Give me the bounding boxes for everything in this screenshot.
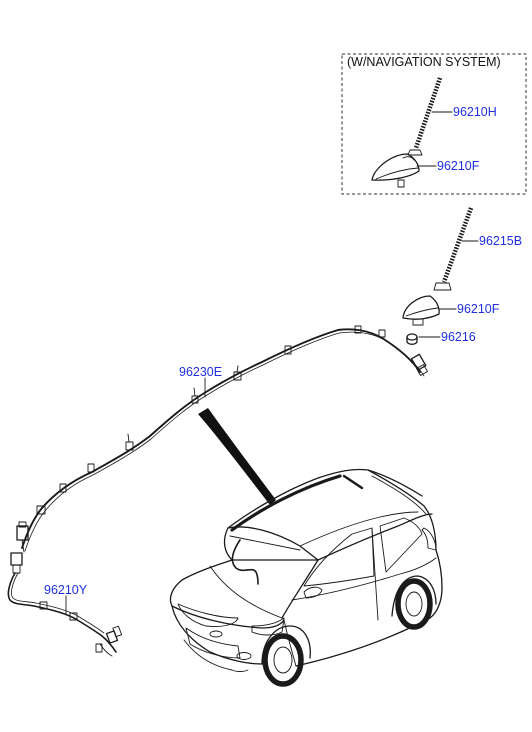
whip-antenna-nav bbox=[407, 77, 443, 156]
part-label-96230E: 96230E bbox=[179, 365, 222, 379]
extension-cable bbox=[7, 552, 122, 657]
part-label-96210F-nav: 96210F bbox=[437, 159, 480, 173]
left-connector bbox=[16, 521, 29, 553]
inset-title: (W/NAVIGATION SYSTEM) bbox=[347, 55, 501, 69]
part-label-96215B: 96215B bbox=[479, 234, 522, 248]
inset-border bbox=[341, 53, 527, 195]
part-label-96210Y: 96210Y bbox=[44, 583, 88, 597]
whip-antenna bbox=[433, 207, 474, 291]
rear-wheel bbox=[391, 575, 437, 630]
front-wheel bbox=[261, 625, 311, 687]
location-pointer bbox=[198, 408, 276, 505]
antenna-base bbox=[402, 295, 440, 326]
navigation-inset: (W/NAVIGATION SYSTEM) 96210H 96210F bbox=[341, 53, 527, 195]
feeder-cable bbox=[21, 325, 428, 552]
part-label-96210H: 96210H bbox=[453, 105, 497, 119]
vehicle-illustration bbox=[169, 468, 443, 687]
part-label-96216: 96216 bbox=[441, 330, 476, 344]
antenna-base-nav bbox=[371, 153, 420, 188]
part-label-96210F: 96210F bbox=[457, 302, 500, 316]
antenna-nut bbox=[406, 333, 418, 345]
